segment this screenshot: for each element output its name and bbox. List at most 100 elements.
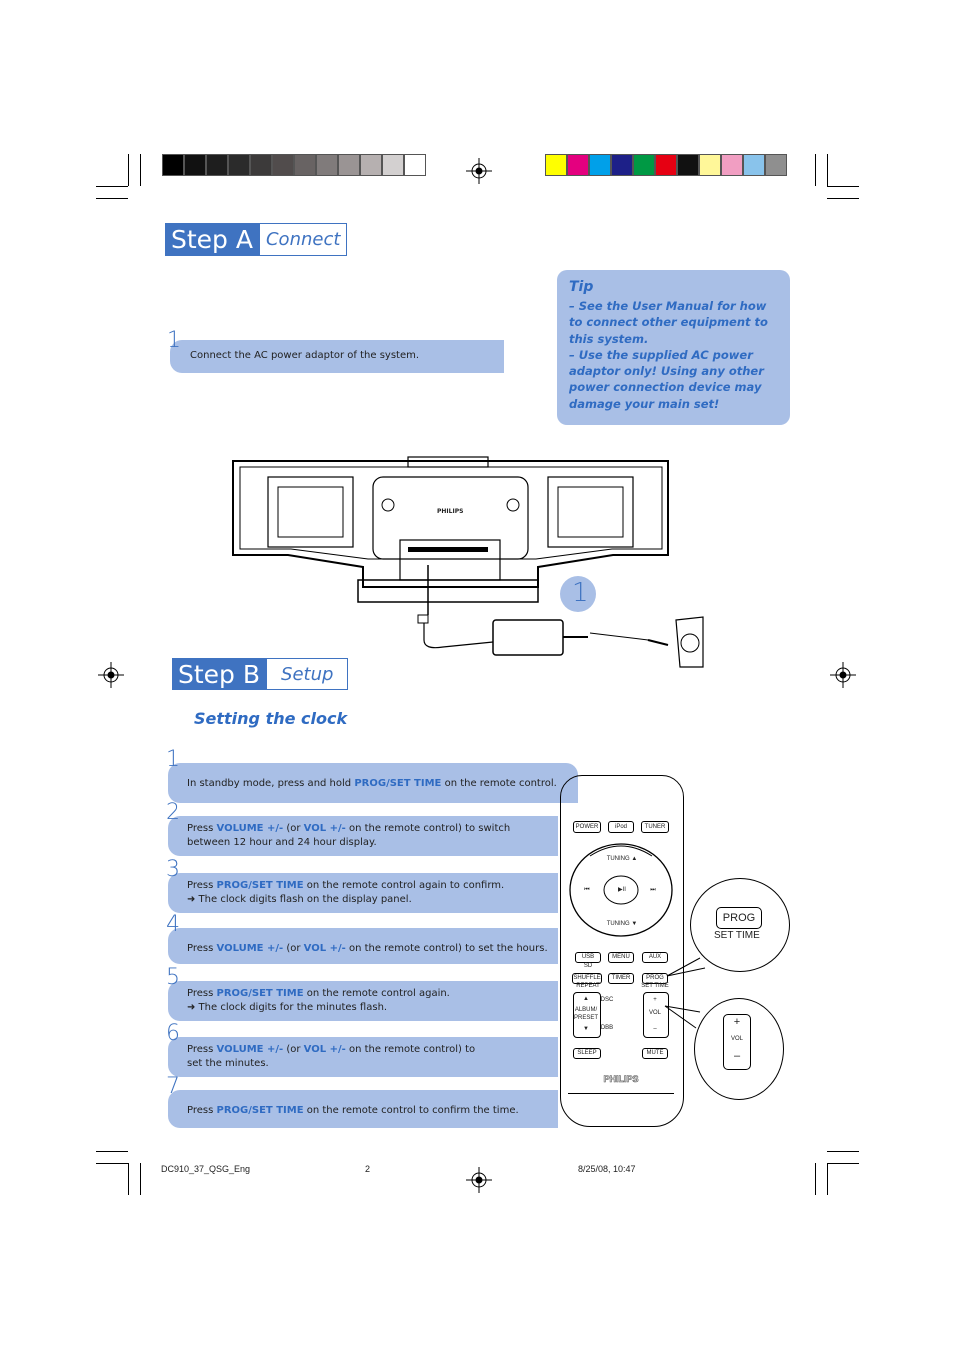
step-number: 1: [166, 747, 180, 772]
remote-key-usb: USB: [575, 952, 601, 963]
step-fragment: In standby mode, press and hold: [187, 778, 355, 789]
key-name: VOLUME +/-: [216, 943, 284, 954]
step-line: ➜ The clock digits flash on the display …: [187, 894, 412, 905]
remote-key-repeat: REPEAT: [576, 983, 600, 989]
step-a-text: Connect the AC power adaptor of the syst…: [190, 350, 420, 361]
remote-key-prog: PROG: [642, 973, 668, 984]
crop-mark: [96, 1151, 128, 1152]
color-swatch: [765, 154, 787, 176]
remote-divider: [568, 1093, 674, 1094]
step-fragment: (or: [283, 943, 304, 954]
crop-mark: [96, 186, 128, 187]
device-illustration: [232, 456, 704, 668]
remote-key-prev: ⏮: [584, 887, 590, 893]
step-number: 6: [166, 1021, 180, 1046]
crop-mark: [96, 198, 128, 199]
crop-mark: [815, 154, 816, 186]
remote-key-menu: MENU: [608, 952, 634, 963]
step-a-title: Step A Connect: [165, 223, 348, 256]
tip-title: Tip: [569, 279, 594, 295]
crop-mark: [827, 186, 859, 187]
color-swatch: [272, 154, 294, 176]
zoom-vol-key: + VOL –: [723, 1014, 751, 1070]
key-name: VOL +/-: [303, 1044, 346, 1055]
step-fragment: Press: [187, 988, 217, 999]
registration-mark-icon: [466, 1167, 492, 1193]
color-swatch: [338, 154, 360, 176]
color-swatch: [184, 154, 206, 176]
remote-key-timer: TIMER: [608, 973, 634, 984]
crop-mark: [827, 198, 859, 199]
key-name: VOLUME +/-: [216, 1044, 284, 1055]
color-swatch: [655, 154, 677, 176]
crop-mark: [96, 1163, 128, 1164]
color-swatch: [743, 154, 765, 176]
color-swatch: [206, 154, 228, 176]
color-swatch: [316, 154, 338, 176]
color-swatch: [611, 154, 633, 176]
zoom-prog-circle: [690, 878, 790, 972]
footer-filename: DC910_37_QSG_Eng: [161, 1164, 251, 1174]
key-name: VOLUME +/-: [216, 823, 284, 834]
step-fragment: Press: [187, 1105, 217, 1116]
step-fragment: on the remote control to confirm the tim…: [303, 1105, 519, 1116]
step-line: ➜ The clock digits for the minutes flash…: [187, 1002, 388, 1013]
step-line: Press VOLUME +/- (or VOL +/- on the remo…: [187, 942, 548, 956]
remote-key-sd: SD: [583, 963, 593, 969]
step-fragment: (or: [283, 823, 304, 834]
remote-key-tuning-down: TUNING ▼: [606, 921, 638, 927]
color-swatch: [589, 154, 611, 176]
step-fragment: Press: [187, 943, 217, 954]
color-swatch: [250, 154, 272, 176]
color-swatch: [545, 154, 567, 176]
color-swatch: [382, 154, 404, 176]
color-swatch: [360, 154, 382, 176]
remote-key-vol-minus: –: [653, 1026, 657, 1032]
remote-key-vol: VOL: [648, 1010, 661, 1016]
step-fragment: (or: [283, 1044, 304, 1055]
device-brand: PHILIPS: [437, 508, 464, 515]
remote-key-vol-plus: +: [653, 997, 657, 1003]
crop-mark: [140, 154, 141, 186]
remote-key-sleep: SLEEP: [573, 1048, 601, 1059]
zoom-settime-label: SET TIME: [714, 930, 760, 941]
remote-key-album: ALBUM/: [574, 1007, 598, 1013]
registration-mark-icon: [98, 662, 124, 688]
registration-mark-icon: [830, 662, 856, 688]
key-name: PROG/SET TIME: [216, 1105, 304, 1116]
remote-key-aux: AUX: [642, 952, 668, 963]
step-fragment: on the remote control) to set the hours.: [345, 943, 548, 954]
callout-circle: [560, 576, 596, 612]
footer-page: 2: [365, 1164, 371, 1174]
remote-key-dsc: DSC: [600, 997, 614, 1003]
key-name: VOL +/-: [303, 943, 346, 954]
color-swatch: [404, 154, 426, 176]
remote-key-mute: MUTE: [642, 1048, 668, 1059]
remote-key-tuning-up: TUNING ▲: [606, 856, 638, 862]
step-box: [168, 763, 578, 803]
remote-key-ipod: iPod: [608, 821, 634, 833]
remote-key-tuner: TUNER: [641, 821, 669, 833]
callout-number: 1: [572, 578, 589, 608]
crop-mark: [827, 1163, 859, 1164]
color-swatch: [228, 154, 250, 176]
remote-album-key-frame: [573, 992, 601, 1038]
color-swatch: [567, 154, 589, 176]
step-text: Press PROG/SET TIME on the remote contro…: [187, 879, 504, 907]
color-swatch: [633, 154, 655, 176]
color-swatch: [677, 154, 699, 176]
step-box: [168, 981, 558, 1021]
step-fragment: Press: [187, 880, 217, 891]
crop-mark: [128, 154, 129, 186]
remote-key-shuffle: SHUFFLE: [572, 973, 602, 984]
key-name: PROG/SET TIME: [216, 880, 304, 891]
step-box: [168, 1090, 558, 1128]
crop-mark: [128, 1163, 129, 1195]
step-fragment: on the remote control) to: [345, 1044, 476, 1055]
step-fragment: on the remote control again to confirm.: [303, 880, 505, 891]
tip-box: [557, 270, 790, 425]
color-swatch: [162, 154, 184, 176]
step-fragment: Press: [187, 1044, 217, 1055]
remote-key-next: ⏭: [650, 887, 656, 893]
zoom-prog-key: PROG: [716, 907, 762, 929]
